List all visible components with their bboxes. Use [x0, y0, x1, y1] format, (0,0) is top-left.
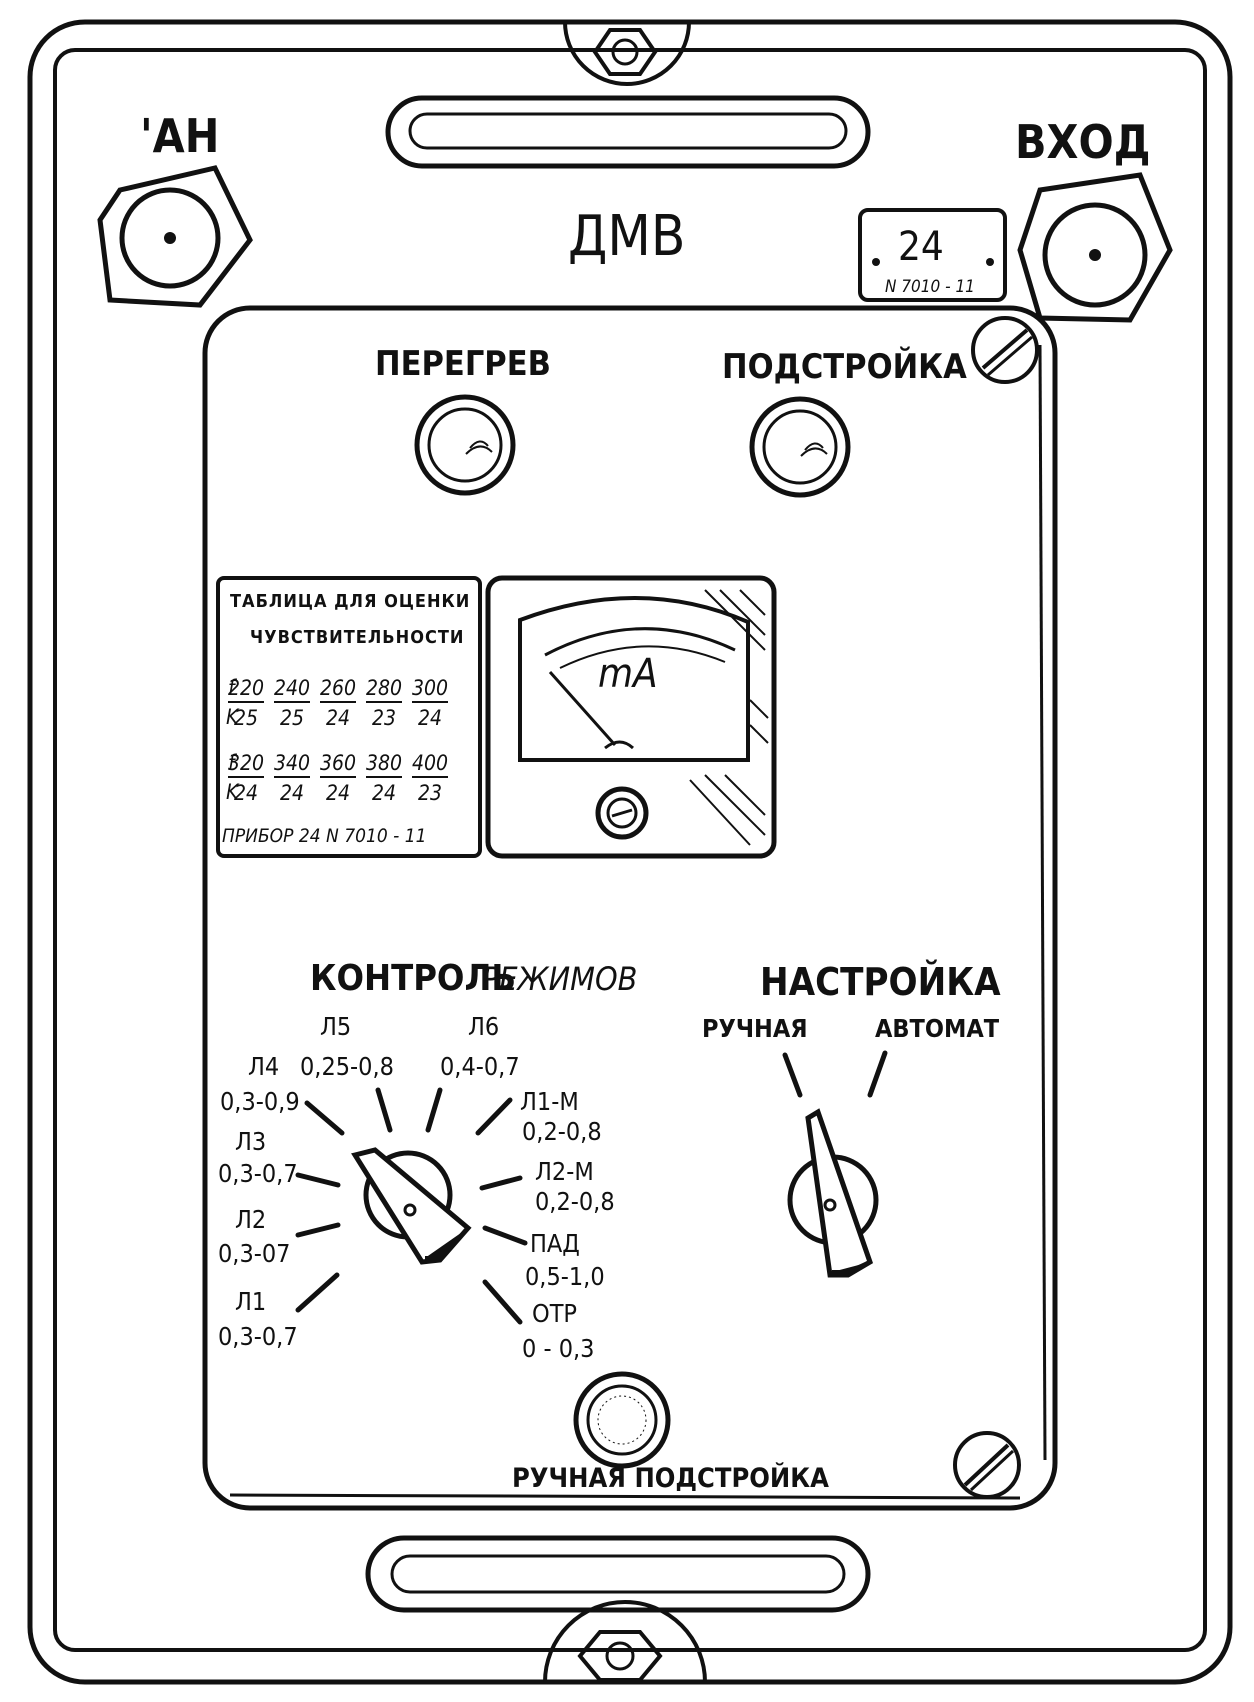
- mode-position-name: Л5: [320, 1012, 351, 1041]
- table-cell-k: 23: [418, 781, 442, 805]
- tuning-auto-label: АВТОМАТ: [875, 1014, 1000, 1043]
- row2-k-label: K: [226, 780, 240, 804]
- table-cell-f: 320: [228, 751, 264, 775]
- screw-icon: [971, 316, 1039, 384]
- table-cell-f: 280: [366, 676, 402, 700]
- bottom-mounting-nut-icon: [543, 1600, 707, 1683]
- table-footer: ПРИБОР 24 N 7010 - 11: [222, 825, 427, 847]
- table-cell-k: 24: [418, 706, 442, 730]
- antenna-connector-label: 'АН: [140, 109, 219, 163]
- front-panel: [202, 305, 1058, 1511]
- mode-position-name: ОТР: [532, 1299, 577, 1328]
- mode-position-name: Л4: [248, 1052, 279, 1081]
- table-cell-f: 360: [320, 751, 356, 775]
- mode-position-range: 0,2-0,8: [522, 1117, 602, 1146]
- table-cell-f: 300: [412, 676, 448, 700]
- mode-position-range: 0,5-1,0: [525, 1262, 605, 1291]
- table-cell-k: 24: [280, 781, 304, 805]
- table-title-line2: ЧУВСТВИТЕЛЬНОСТИ: [250, 627, 464, 648]
- bottom-handle[interactable]: [365, 1535, 871, 1613]
- table-cell-f: 220: [228, 676, 264, 700]
- top-mounting-nut-icon: [563, 21, 691, 86]
- row1-f-label: f: [228, 676, 238, 700]
- tuning-title: НАСТРОЙКА: [760, 960, 1001, 1004]
- band-label: ДМВ: [568, 204, 685, 269]
- table-cell-k: 25: [234, 706, 258, 730]
- manual-tuning-knob[interactable]: [573, 1371, 671, 1469]
- tuning-mode-switch[interactable]: [787, 1108, 879, 1278]
- mode-position-range: 0,3-0,9: [220, 1087, 300, 1116]
- mode-position-range: 0,3-0,7: [218, 1322, 298, 1351]
- table-cell-k: 24: [234, 781, 258, 805]
- table-cell-k: 23: [372, 706, 396, 730]
- table-cell-f: 260: [320, 676, 356, 700]
- mode-position-name: Л2: [235, 1205, 266, 1234]
- mode-position-name: Л1-М: [520, 1087, 579, 1116]
- meter-zero-adjust-screw-icon[interactable]: [595, 786, 649, 840]
- mode-position-range: 0,3-07: [218, 1239, 291, 1268]
- row1-k-label: K: [226, 705, 240, 729]
- mode-control-title-part2: РЕЖИМОВ: [482, 960, 637, 998]
- antenna-connector-icon[interactable]: [97, 165, 253, 308]
- milliammeter: [485, 575, 777, 859]
- input-connector-icon[interactable]: [1017, 172, 1173, 323]
- mode-position-range: 0 - 0,3: [522, 1334, 594, 1363]
- mode-position-name: Л6: [468, 1012, 499, 1041]
- tuning-switch-scale: [782, 1050, 888, 1098]
- mode-position-range: 0,3-0,7: [218, 1159, 298, 1188]
- device-number-plate: [858, 208, 1007, 302]
- table-cell-k: 24: [326, 781, 350, 805]
- table-cell-f: 340: [274, 751, 310, 775]
- sensitivity-table: [216, 576, 482, 858]
- tuning-indicator-label: ПОДСТРОЙКА: [722, 346, 967, 387]
- mode-selector-scale: [295, 1087, 528, 1325]
- manual-tuning-label: РУЧНАЯ ПОДСТРОЙКА: [512, 1462, 829, 1494]
- table-cell-k: 24: [372, 781, 396, 805]
- tuning-manual-label: РУЧНАЯ: [702, 1014, 808, 1043]
- mode-position-name: ПАД: [530, 1229, 580, 1258]
- table-cell-f: 380: [366, 751, 402, 775]
- top-handle[interactable]: [385, 95, 871, 169]
- table-cell-k: 24: [326, 706, 350, 730]
- mode-position-name: Л2-М: [535, 1157, 594, 1186]
- table-cell-k: 25: [280, 706, 304, 730]
- device-serial: N 7010 - 11: [885, 277, 975, 297]
- mode-position-range: 0,4-0,7: [440, 1052, 520, 1081]
- table-title-line1: ТАБЛИЦА ДЛЯ ОЦЕНКИ: [230, 591, 470, 612]
- mode-position-name: Л1: [235, 1287, 266, 1316]
- mode-control-title-part1: КОНТРОЛЬ: [310, 958, 516, 999]
- mode-position-range: 0,2-0,8: [535, 1187, 615, 1216]
- screw-icon: [953, 1431, 1021, 1499]
- meter-unit: mA: [598, 651, 658, 697]
- mode-position-name: Л3: [235, 1127, 266, 1156]
- tuning-indicator-lamp: [749, 396, 851, 498]
- overheat-indicator-lamp: [414, 394, 516, 496]
- input-connector-label: ВХОД: [1015, 115, 1150, 169]
- table-cell-f: 400: [412, 751, 448, 775]
- device-number: 24: [898, 224, 944, 270]
- table-cell-f: 240: [274, 676, 310, 700]
- mode-position-range: 0,25-0,8: [300, 1052, 394, 1081]
- row2-f-label: f: [228, 751, 238, 775]
- mode-selector-knob[interactable]: [351, 1147, 472, 1265]
- overheat-label: ПЕРЕГРЕВ: [375, 344, 551, 384]
